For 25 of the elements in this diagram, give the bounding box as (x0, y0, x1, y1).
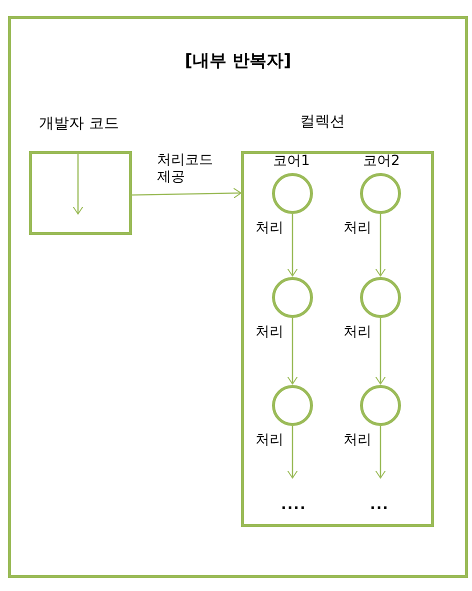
arrow (375, 214, 386, 277)
circle-node (272, 277, 313, 318)
edge-label: 처리 (256, 431, 284, 449)
core-label: 코어1 (273, 152, 310, 170)
frame-panel (8, 16, 468, 578)
arrow (375, 426, 386, 479)
heading-label: [내부 반복자] (184, 50, 292, 72)
edge-label: 처리 (344, 323, 372, 341)
heading-label: 컬렉션 (300, 112, 345, 131)
edge-label: 처리 (256, 219, 284, 237)
ellipsis-label: ... (370, 497, 389, 513)
ellipsis-label: .... (281, 497, 306, 513)
core-label: 코어2 (363, 152, 400, 170)
arrow (287, 214, 298, 277)
edge-label: 처리 (344, 219, 372, 237)
arrow (287, 426, 298, 479)
arrow (375, 318, 386, 385)
arrow (287, 318, 298, 385)
edge-label: 처리 (256, 323, 284, 341)
circle-node (360, 277, 401, 318)
arrow (132, 188, 242, 198)
circle-node (272, 385, 313, 426)
heading-label: 개발자 코드 (39, 114, 119, 133)
circle-node (360, 385, 401, 426)
edge-label: 처리 (344, 431, 372, 449)
